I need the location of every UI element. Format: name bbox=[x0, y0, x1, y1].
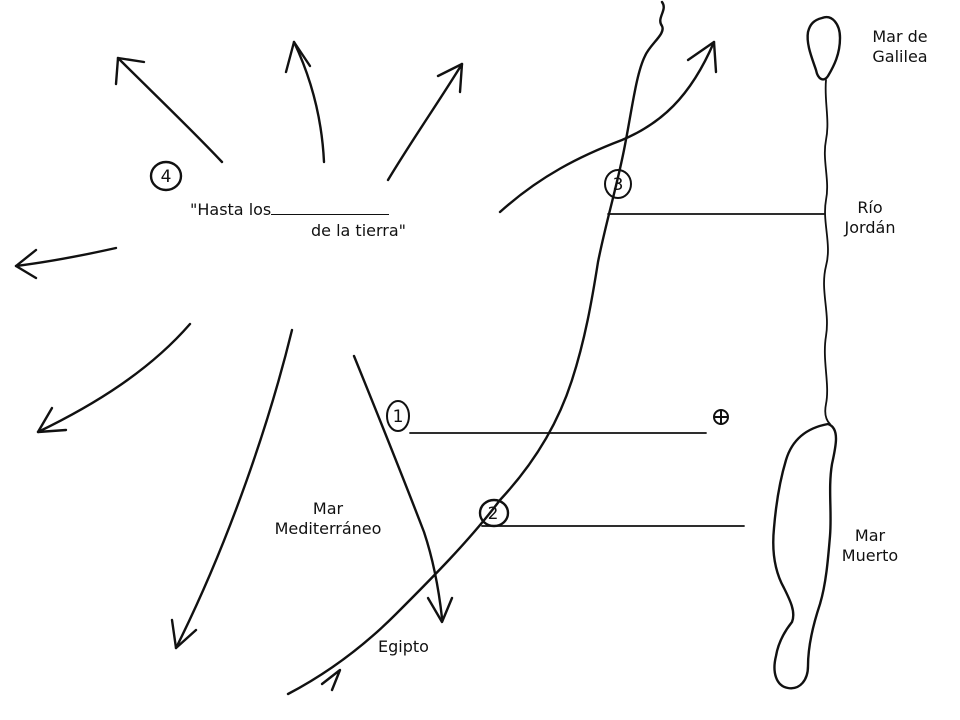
route-line-3-arrowhead bbox=[686, 40, 718, 74]
quote-part-2: de la tierra" bbox=[311, 221, 407, 240]
marker-2-label: 2 bbox=[488, 504, 499, 524]
dead-sea-shape bbox=[772, 422, 838, 690]
jordan-river bbox=[823, 79, 831, 425]
route-line-1 bbox=[352, 354, 444, 620]
arrow-icon bbox=[36, 322, 192, 434]
arrow-icon bbox=[174, 328, 294, 650]
marker-1: 1 bbox=[386, 400, 410, 432]
marker-2: 2 bbox=[478, 498, 510, 528]
arrow-icon bbox=[14, 246, 118, 268]
sea-of-galilee-label-line1: Mar de bbox=[872, 27, 928, 46]
egypt-label: Egipto bbox=[378, 637, 429, 656]
marker-4-label: 4 bbox=[161, 167, 172, 187]
coast-arrowhead bbox=[320, 668, 342, 692]
marker-4: 4 bbox=[149, 160, 183, 192]
arrow-icon bbox=[114, 56, 146, 86]
arrow-icon bbox=[14, 248, 38, 280]
coastline bbox=[286, 0, 665, 696]
quote-part-1: "Hasta los bbox=[190, 200, 272, 219]
jordan-river-label-line2: Jordán bbox=[844, 218, 896, 237]
arrow-icon bbox=[436, 62, 464, 94]
radiating-arrows bbox=[14, 40, 464, 650]
arrow-icon bbox=[170, 618, 198, 650]
dead-sea-label-line1: Mar bbox=[854, 526, 886, 545]
jordan-river-label: Río Jordán bbox=[830, 198, 910, 238]
quote-blank bbox=[271, 199, 390, 215]
route-line-3 bbox=[498, 40, 716, 214]
jerusalem-circled-plus-icon bbox=[713, 409, 729, 425]
mediterranean-sea-label: Mar Mediterráneo bbox=[256, 499, 400, 539]
arrow-icon bbox=[284, 40, 312, 74]
arrow-icon bbox=[116, 56, 224, 164]
sea-of-galilee-label-line2: Galilea bbox=[872, 47, 928, 66]
mediterranean-sea-label-line1: Mar bbox=[312, 499, 344, 518]
route-line-1-arrowhead bbox=[426, 596, 454, 624]
marker-3: 3 bbox=[604, 169, 632, 199]
arrow-icon bbox=[386, 62, 464, 182]
dead-sea-label: Mar Muerto bbox=[832, 526, 908, 566]
marker-1-label: 1 bbox=[393, 407, 404, 427]
arrow-icon bbox=[292, 40, 326, 164]
arrow-icon bbox=[36, 406, 68, 434]
sea-of-galilee-label: Mar de Galilea bbox=[862, 27, 938, 67]
sea-of-galilee-shape bbox=[806, 15, 842, 81]
quote-line-1: "Hasta los bbox=[190, 199, 390, 220]
jordan-river-label-line1: Río bbox=[857, 198, 883, 217]
dead-sea-label-line2: Muerto bbox=[841, 546, 899, 565]
mediterranean-sea-label-line2: Mediterráneo bbox=[274, 519, 382, 538]
marker-3-label: 3 bbox=[613, 175, 624, 195]
